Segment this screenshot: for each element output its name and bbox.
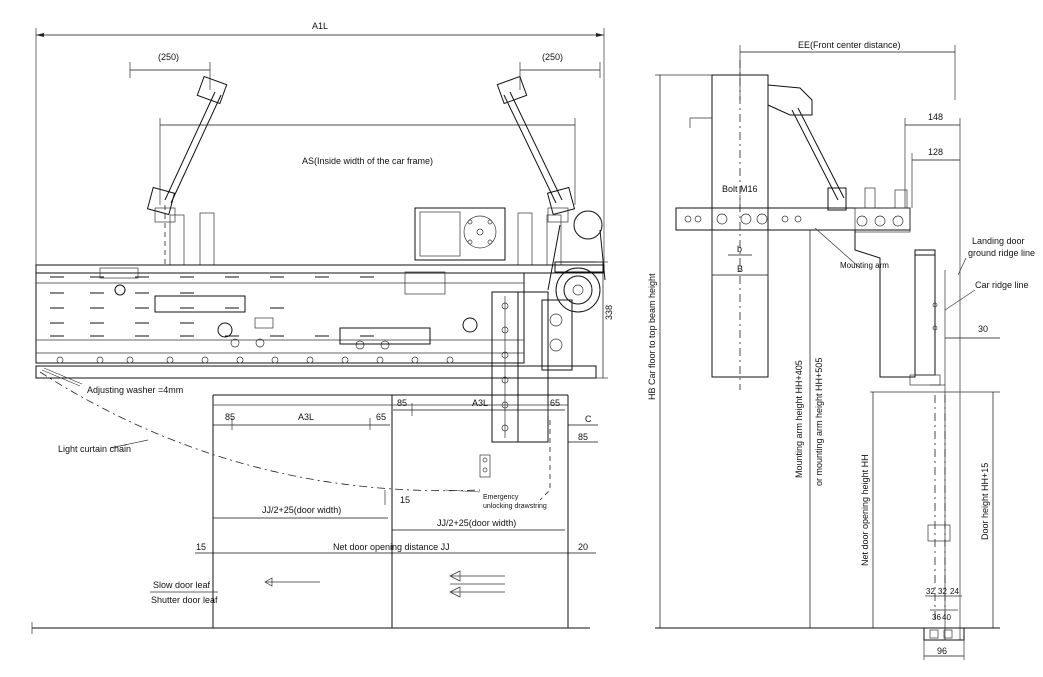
dim-250-left-label: (250) bbox=[158, 52, 179, 62]
emergency-line2: unlocking drawstring bbox=[483, 503, 547, 510]
dim-85-c-label: 85 bbox=[578, 432, 588, 442]
bolt-m16-label: Bolt M16 bbox=[722, 184, 758, 194]
dim-as: AS(Inside width of the car frame) bbox=[159, 118, 576, 205]
mounting-arm-leader: Mounting arm bbox=[814, 227, 889, 270]
dim-65-a-label: 65 bbox=[376, 412, 386, 422]
door-frame bbox=[31, 394, 590, 634]
support-posts bbox=[169, 212, 562, 266]
door-height-label: Door height HH+15 bbox=[980, 463, 990, 540]
door-knife-assembly bbox=[491, 291, 573, 443]
front-view: A1L (250) (250) AS(Inside width of the c… bbox=[31, 21, 614, 634]
a3l-left-label: A3L bbox=[298, 412, 314, 422]
mounting-arm-height-2: or mounting arm height HH+505 bbox=[814, 358, 824, 486]
dim-a1l: A1L bbox=[35, 21, 605, 270]
dim-250: (250) (250) bbox=[129, 52, 601, 90]
side-view: EE(Front center distance) bbox=[647, 40, 1035, 660]
dim-65-b-label: 65 bbox=[550, 398, 560, 408]
mounting-arm-bar bbox=[675, 187, 911, 233]
dim-85-a-label: 85 bbox=[225, 412, 235, 422]
landing-door-line2: ground ridge line bbox=[968, 248, 1035, 258]
dim-85-b-label: 85 bbox=[397, 398, 407, 408]
emergency-drawstring: Emergency unlocking drawstring bbox=[479, 420, 551, 510]
beam-bolts bbox=[56, 338, 454, 364]
dim-door-height: Door height HH+15 bbox=[980, 392, 994, 628]
net-door-height-label: Net door opening height HH bbox=[860, 454, 870, 566]
ee-label: EE(Front center distance) bbox=[798, 40, 901, 50]
dim-b-lower-label: b bbox=[737, 244, 742, 254]
light-curtain-label: Light curtain chain bbox=[58, 444, 131, 454]
upper-bracket bbox=[767, 84, 847, 211]
jj-half-left-label: JJ/2+25(door width) bbox=[262, 505, 341, 515]
l-hanger bbox=[854, 230, 941, 386]
dim-20-label: 20 bbox=[578, 542, 588, 552]
net-door-distance-label: Net door opening distance JJ bbox=[333, 542, 450, 552]
a1l-label: A1L bbox=[312, 21, 328, 31]
dim-15-a-label: 15 bbox=[400, 495, 410, 505]
dim-ee: EE(Front center distance) bbox=[739, 40, 956, 100]
light-curtain-chain: Light curtain chain bbox=[39, 371, 481, 493]
door-leaf-arrows: Slow door leaf Shutter door leaf bbox=[150, 570, 505, 605]
dim-mounting-arm-height: Mounting arm height HH+405 or mounting a… bbox=[794, 230, 824, 628]
jj-half-right-label: JJ/2+25(door width) bbox=[437, 518, 516, 528]
dims-148-128: 148 128 bbox=[904, 112, 961, 640]
dim-hb: HB Car floor to top beam height bbox=[647, 75, 661, 628]
hb-label: HB Car floor to top beam height bbox=[647, 273, 657, 400]
adjusting-washer-label: Adjusting washer =4mm bbox=[87, 385, 183, 395]
dim-c-label: C bbox=[585, 414, 592, 424]
dim-24-label: 24 bbox=[950, 587, 959, 596]
ridge-lines: Landing door ground ridge line Car ridge… bbox=[944, 236, 1035, 640]
landing-door-line1: Landing door bbox=[972, 236, 1025, 246]
dim-15-b-label: 15 bbox=[196, 542, 206, 552]
dim-36-label: 36 bbox=[932, 613, 941, 622]
dim-net-door-height: Net door opening height HH bbox=[860, 392, 874, 628]
adjusting-washer: Adjusting washer =4mm bbox=[41, 367, 183, 395]
door-edge bbox=[927, 395, 951, 620]
car-frame-column bbox=[689, 60, 769, 390]
dim-b-upper-label: B bbox=[737, 264, 743, 274]
dim-40-label: 40 bbox=[942, 613, 951, 622]
controller-box bbox=[414, 207, 506, 261]
mounting-arm-height-1: Mounting arm height HH+405 bbox=[794, 360, 804, 478]
beam-slots bbox=[50, 276, 374, 337]
dims-jj-half: JJ/2+25(door width) JJ/2+25(door width) bbox=[213, 505, 565, 531]
door-operator-beam bbox=[35, 264, 605, 379]
dim-32-b-label: 32 bbox=[938, 587, 947, 596]
dim-148-label: 148 bbox=[928, 112, 943, 122]
dim-338-label: 338 bbox=[604, 305, 614, 320]
sill-dims: 32 32 24 36 40 96 bbox=[923, 587, 965, 660]
height-lines bbox=[655, 74, 1000, 629]
motor-pulley bbox=[547, 210, 606, 313]
dim-30-label: 30 bbox=[978, 324, 988, 334]
bolt-m16: Bolt M16 b B bbox=[711, 184, 769, 280]
right-mounting-arm bbox=[496, 75, 576, 223]
dim-128-label: 128 bbox=[928, 147, 943, 157]
dim-96-label: 96 bbox=[937, 646, 947, 656]
car-ridge-line-label: Car ridge line bbox=[975, 280, 1029, 290]
mounting-arm-label: Mounting arm bbox=[840, 261, 889, 270]
shutter-door-leaf-label: Shutter door leaf bbox=[151, 595, 218, 605]
dim-15-center: 15 bbox=[384, 490, 410, 505]
dims-a3l-row: 85 A3L 65 85 A3L 65 C 85 bbox=[213, 398, 598, 443]
dim-32-a-label: 32 bbox=[926, 587, 935, 596]
dim-250-right-label: (250) bbox=[542, 52, 563, 62]
as-label: AS(Inside width of the car frame) bbox=[302, 156, 433, 166]
a3l-right-label: A3L bbox=[472, 398, 488, 408]
emergency-line1: Emergency bbox=[483, 494, 519, 501]
dim-338: 338 bbox=[596, 261, 614, 379]
dim-jj: 15 Net door opening distance JJ 20 bbox=[195, 542, 596, 554]
left-mounting-arm bbox=[146, 75, 228, 265]
slow-door-leaf-label: Slow door leaf bbox=[153, 580, 211, 590]
